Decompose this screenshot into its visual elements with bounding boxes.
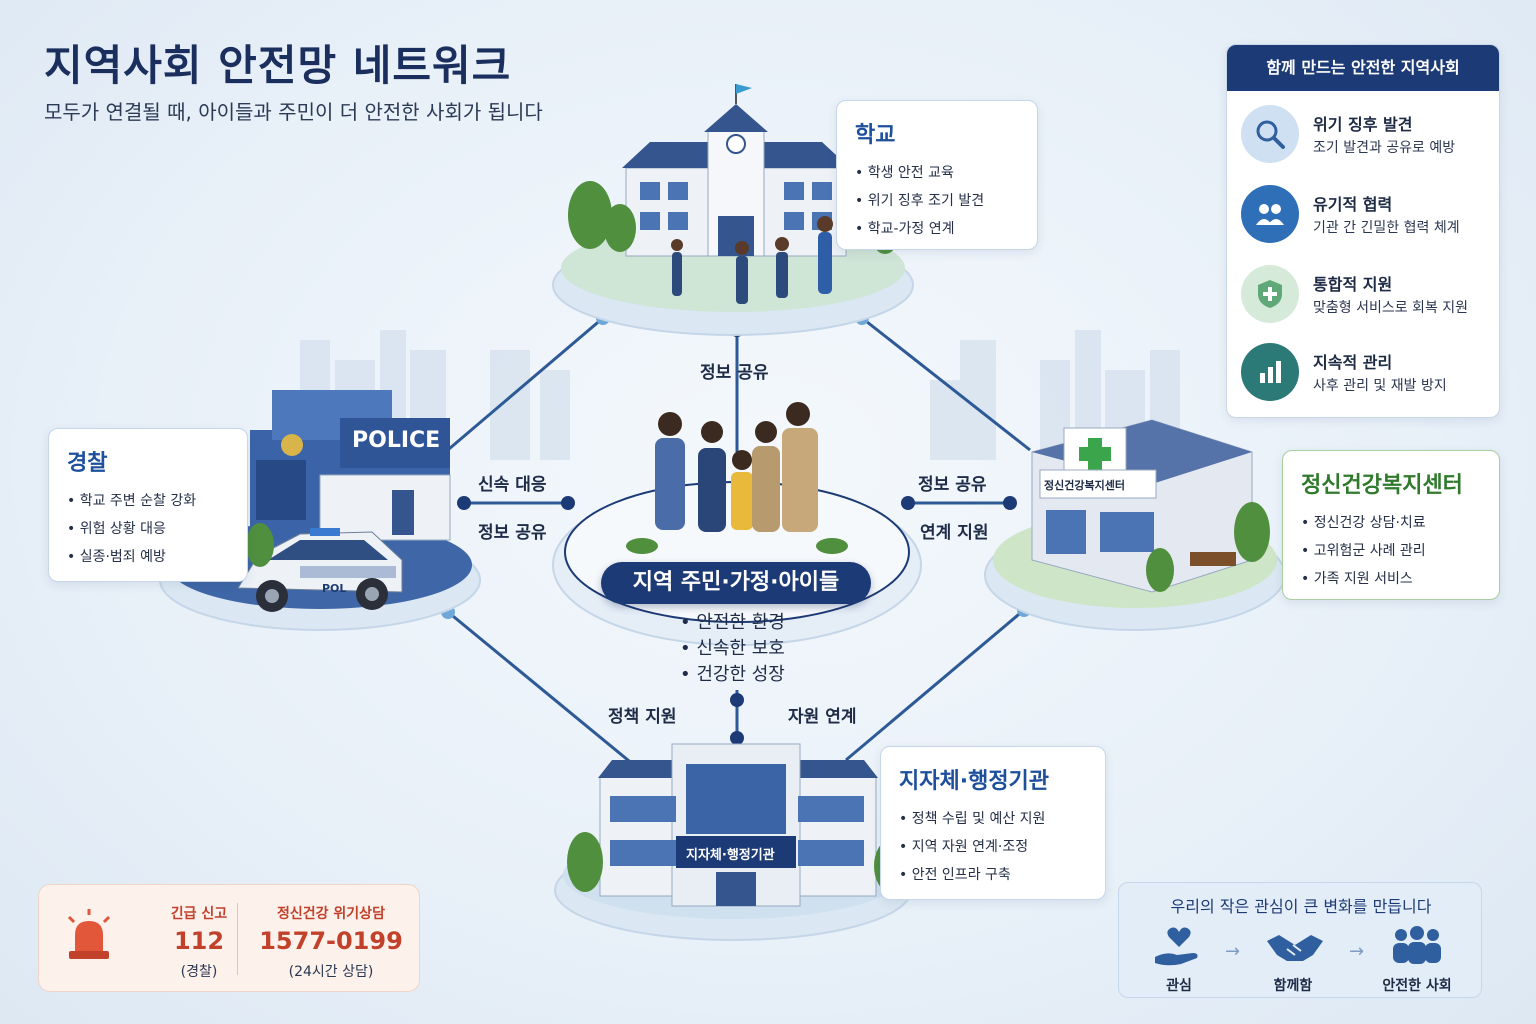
center-item: 건강한 성장 [680,662,785,688]
edge-label-gov-right: 자원 연계 [788,707,857,727]
people-icon [1241,185,1299,243]
police-card-title: 경찰 [67,451,108,476]
arrow-icon: → [1225,941,1241,962]
shield-plus-icon [1241,265,1299,323]
mental-health-card-item: 가족 지원 서비스 [1301,565,1481,593]
panel-item-title: 유기적 협력 [1313,195,1393,214]
edge-label-police-top: 신속 대응 [478,475,547,495]
edge-label-school-center: 정보 공유 [700,363,769,383]
government-card-item: 정책 수립 및 예산 지원 [899,805,1087,833]
police-sign: POLICE [352,428,441,453]
heart-hand-icon [1153,923,1205,971]
panel-item-desc: 사후 관리 및 재발 방지 [1313,378,1447,394]
emergency-call-sub: (경찰) [180,964,218,980]
edge-police-gov [447,610,641,772]
edge-mental-gov [845,608,1025,762]
emergency-call-label: 긴급 신고 [170,906,228,922]
panel-item-desc: 조기 발견과 공유로 예방 [1313,140,1456,156]
page-title: 지역사회 안전망 네트워크 [44,41,512,90]
school-card-item: 학교-가정 연계 [855,215,1019,243]
emergency-call-number[interactable]: 112 [173,927,225,955]
center-item: 안전한 환경 [680,610,785,636]
crisis-line-number[interactable]: 1577-0199 [259,927,403,955]
panel-item-desc: 기관 간 긴밀한 협력 체계 [1313,220,1460,236]
police-card-item: 위험 상황 대응 [67,515,229,543]
mental-health-card-item: 고위험군 사례 관리 [1301,537,1481,565]
together-panel: 함께 만드는 안전한 지역사회 위기 징후 발견 조기 발견과 공유로 예방 유… [1226,44,1500,418]
government-card-title: 지자체·행정기관 [899,769,1050,794]
emergency-divider [237,903,238,975]
mental-health-sign: 정신건강복지센터 [1044,479,1125,492]
bar-chart-icon [1241,343,1299,401]
mental-health-card: 정신건강복지센터 정신건강 상담·치료 고위험군 사례 관리 가족 지원 서비스 [1282,450,1500,600]
arrow-icon: → [1349,941,1365,962]
community-icon [1389,925,1445,969]
handshake-icon [1265,927,1325,971]
panel-item-title: 위기 징후 발견 [1313,115,1413,134]
edge-label-mental-bottom: 연계 지원 [920,523,989,543]
school-island [552,84,914,336]
mental-health-island [984,419,1286,631]
center-item: 신속한 보호 [680,636,785,662]
strip-step: 함께함 [1273,978,1313,994]
family-figures [655,402,818,532]
panel-item-management: 지속적 관리 사후 관리 및 재발 방지 [1241,343,1491,403]
panel-item-title: 통합적 지원 [1313,275,1393,294]
police-car-text: POL [322,582,347,595]
edge-school-mental [861,316,1031,452]
school-card-title: 학교 [855,123,896,148]
police-card-item: 학교 주변 순찰 강화 [67,487,229,515]
center-title: 지역 주민·가정·아이들 [601,562,871,604]
government-card-item: 지역 자원 연계·조정 [899,833,1087,861]
mental-health-card-item: 정신건강 상담·치료 [1301,509,1481,537]
panel-item-support: 통합적 지원 맞춤형 서비스로 회복 지원 [1241,265,1491,325]
crisis-line-sub: (24시간 상담) [288,964,374,980]
panel-item-title: 지속적 관리 [1313,353,1393,372]
school-card-item: 위기 징후 조기 발견 [855,187,1019,215]
edge-label-mental-top: 정보 공유 [918,475,987,495]
police-card-item: 실종·범죄 예방 [67,543,229,571]
panel-item-detection: 위기 징후 발견 조기 발견과 공유로 예방 [1241,105,1491,165]
police-card: 경찰 학교 주변 순찰 강화 위험 상황 대응 실종·범죄 예방 [48,428,248,582]
government-sign: 지자체·행정기관 [686,848,775,863]
center-list: 안전한 환경 신속한 보호 건강한 성장 [680,610,785,688]
government-card-item: 안전 인프라 구축 [899,861,1087,889]
mental-health-card-title: 정신건강복지센터 [1301,473,1463,498]
connector-lines [435,316,1031,772]
panel-title: 함께 만드는 안전한 지역사회 [1227,45,1499,91]
government-card: 지자체·행정기관 정책 수립 및 예산 지원 지역 자원 연계·조정 안전 인프… [880,746,1106,900]
panel-item-desc: 맞춤형 서비스로 회복 지원 [1313,300,1469,316]
change-strip: 우리의 작은 관심이 큰 변화를 만듭니다 → → 관심 함께함 안전한 사회 [1118,882,1482,998]
page-subtitle: 모두가 연결될 때, 아이들과 주민이 더 안전한 사회가 됩니다 [44,100,543,124]
emergency-box: 긴급 신고 112 (경찰) 정신건강 위기상담 1577-0199 (24시간… [38,884,420,992]
siren-icon [61,907,117,967]
strip-heading: 우리의 작은 관심이 큰 변화를 만듭니다 [1170,897,1432,916]
edge-school-police [435,316,604,462]
magnifier-icon [1241,105,1299,163]
edge-label-police-bottom: 정보 공유 [478,523,547,543]
strip-step: 안전한 사회 [1382,978,1452,994]
connector-nodes [457,323,1017,745]
panel-item-cooperation: 유기적 협력 기관 간 긴밀한 협력 체계 [1241,185,1491,245]
strip-step: 관심 [1166,978,1192,994]
school-card: 학교 학생 안전 교육 위기 징후 조기 발견 학교-가정 연계 [836,100,1038,250]
edge-label-gov-left: 정책 지원 [608,707,677,727]
crisis-line-label: 정신건강 위기상담 [277,906,385,922]
government-island [554,743,912,941]
school-card-item: 학생 안전 교육 [855,159,1019,187]
